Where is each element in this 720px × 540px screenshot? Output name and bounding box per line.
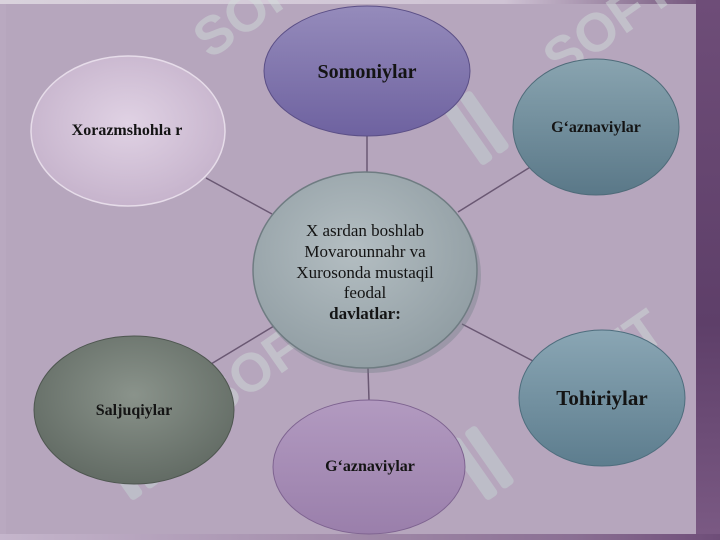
node-bottom-right-shape <box>518 329 686 467</box>
frame-top-border <box>0 0 720 4</box>
connector-bottom-left <box>210 325 275 365</box>
connector-bottom-right <box>461 323 534 362</box>
center-node-description: X asrdan boshlab Movarounnahr va Xuroson… <box>296 221 434 303</box>
node-label-gaznaviylar-bottom: G‘aznaviylar <box>325 457 415 475</box>
connector-top-right <box>457 165 533 213</box>
center-node-shape <box>252 171 478 369</box>
node-top-shape <box>263 5 471 137</box>
center-node-emphasis: davlatlar: <box>329 304 401 324</box>
connector-bottom <box>367 367 370 401</box>
frame-right-border <box>696 0 720 540</box>
watermark-logo-icon <box>443 91 509 165</box>
node-bottom-left-shape <box>33 335 235 485</box>
node-label-tohiriylar: Tohiriylar <box>556 385 648 410</box>
node-top-right-shape <box>512 58 680 196</box>
node-label-gaznaviylar-top: G‘aznaviylar <box>551 118 641 136</box>
connectors <box>205 132 534 401</box>
center-node-text: X asrdan boshlab Movarounnahr va Xuroson… <box>285 218 445 328</box>
node-top-left-shape <box>30 55 226 207</box>
frame-bottom-border <box>0 534 720 540</box>
node-bottom-shape <box>272 399 466 535</box>
node-label-saljuqiylar: Saljuqiylar <box>95 401 173 419</box>
node-label-somoniylar: Somoniylar <box>317 60 417 83</box>
node-label-xorazmshohlar: Xorazmshohla r <box>71 121 183 139</box>
connector-top-left <box>205 177 273 215</box>
